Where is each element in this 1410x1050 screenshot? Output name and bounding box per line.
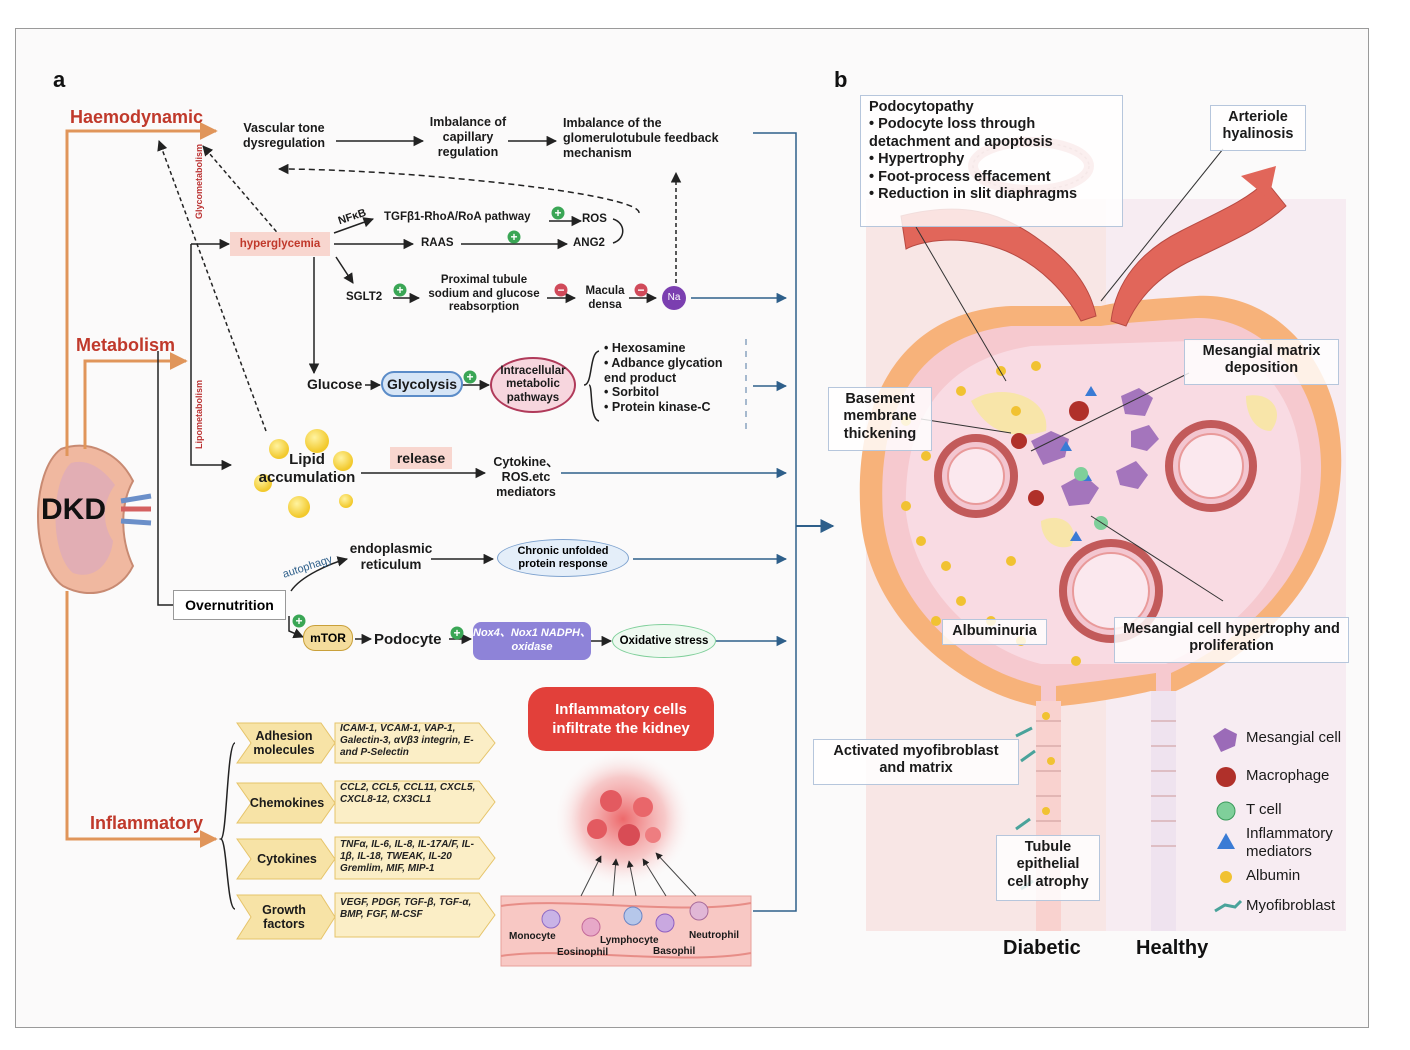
svg-text:+: + xyxy=(453,626,460,640)
albuminuria-box: Albuminuria xyxy=(942,619,1047,645)
cytokine-text: Cytokine、ROS.etc mediators xyxy=(493,455,559,499)
mtor-box: mTOR xyxy=(303,625,353,651)
tgf-pathway-text: TGFβ1-RhoA/RoA pathway xyxy=(384,211,531,223)
cell-lymphocyte: Lymphocyte xyxy=(600,935,659,946)
infiltration-illustration xyxy=(500,749,752,967)
basement-membrane-box: Basement membrane thickening xyxy=(828,387,932,451)
growth-factors-list: VEGF, PDGF, TGF-β, TGF-α, BMP, FGF, M-CS… xyxy=(340,897,472,920)
na-text: Na xyxy=(667,292,681,303)
nox-box: Nox4、Nox1 NADPH、oxidase xyxy=(473,622,591,660)
vascular-tone-text: Vascular tone dysregulation xyxy=(243,121,325,150)
sodium-icon xyxy=(662,286,686,310)
inflammatory-growth-factors: Growth factors xyxy=(262,903,306,931)
legend-macrophage: Macrophage xyxy=(1246,767,1330,784)
panel-b-label: b xyxy=(834,67,848,92)
svg-text:+: + xyxy=(295,614,302,628)
tubule-atrophy-box: Tubule epithelial cell atrophy xyxy=(996,835,1100,901)
healthy-label: Healthy xyxy=(1136,937,1209,959)
mesangial-matrix-box: Mesangial matrix deposition xyxy=(1184,339,1339,385)
legend-inflammatory-mediators: Inflammatory mediators xyxy=(1246,825,1333,860)
podocytopathy-item: Reduction in slit diaphragms xyxy=(869,186,1114,203)
legend-t-cell: T cell xyxy=(1246,801,1282,818)
legend-myofibroblast: Myofibroblast xyxy=(1246,897,1336,914)
cytokines-list: TNFα, IL-6, IL-8, IL-17A/F, IL-1β, IL-18… xyxy=(340,839,474,874)
inflammatory-cytokines: Cytokines xyxy=(257,852,317,866)
svg-text:+: + xyxy=(510,230,517,244)
category-metabolism: Metabolism xyxy=(76,335,176,355)
category-arrows xyxy=(65,122,218,848)
sglt2-text: SGLT2 xyxy=(346,291,383,303)
chemokines-list: CCL2, CCL5, CCL11, CXCL5, CXCL8-12, CX3C… xyxy=(340,782,476,805)
inflammatory-adhesion: Adhesion molecules xyxy=(253,729,315,757)
arteriole-hyalinosis-box: Arteriole hyalinosis xyxy=(1210,105,1306,151)
pathway-list: Hexosamine Adbance glycation end product… xyxy=(604,341,744,415)
svg-text:+: + xyxy=(466,370,473,384)
proximal-tubule-text: Proximal tubule sodium and glucose reabs… xyxy=(428,274,540,314)
category-haemodynamic: Haemodynamic xyxy=(70,107,204,127)
imbalance-capillary-text: Imbalance of capillary regulation xyxy=(429,115,507,159)
infiltrate-title: Inflammatory cells infiltrate the kidney xyxy=(528,687,714,751)
pathway-item: Protein kinase-C xyxy=(604,400,744,415)
legend-mesangial-cell: Mesangial cell xyxy=(1246,729,1342,746)
er-text: endoplasmic reticulum xyxy=(349,541,433,572)
cell-monocyte: Monocyte xyxy=(509,931,556,942)
oxidative-stress-box: Oxidative stress xyxy=(612,624,716,658)
macula-densa-text: Macula densa xyxy=(585,285,625,311)
glucose-text: Glucose xyxy=(307,376,363,392)
legend-icons xyxy=(1213,728,1243,913)
cell-eosinophil: Eosinophil xyxy=(557,947,609,958)
figure-frame: + + + − − + + + xyxy=(15,28,1369,1028)
panel-a-label: a xyxy=(53,67,66,92)
cell-neutrophil: Neutrophil xyxy=(689,930,739,941)
cell-basophil: Basophil xyxy=(653,946,696,957)
svg-text:+: + xyxy=(396,283,403,297)
podocytopathy-box: Podocytopathy Podocyte loss through deta… xyxy=(860,95,1123,227)
podocytopathy-title: Podocytopathy xyxy=(869,99,974,115)
podocytopathy-item: Podocyte loss through detachment and apo… xyxy=(869,116,1114,151)
svg-text:−: − xyxy=(557,283,564,297)
myofibroblast-box: Activated myofibroblast and matrix xyxy=(813,739,1019,785)
glycolysis-box: Glycolysis xyxy=(381,371,463,397)
inflammatory-chevrons xyxy=(236,722,496,940)
podocytopathy-item: Hypertrophy xyxy=(869,151,1114,168)
mesangial-hypertrophy-box: Mesangial cell hypertrophy and prolifera… xyxy=(1114,617,1349,663)
hyperglycemia-box: hyperglycemia xyxy=(230,232,330,256)
release-box: release xyxy=(390,447,452,469)
glycometabolism-label: Glycometabolism xyxy=(194,143,204,219)
pathway-item: Sorbitol xyxy=(604,385,744,400)
figure-graphics: + + + − − + + + xyxy=(37,122,1346,967)
imbalance-feedback-text: Imbalance of the glomerulotubule feedbac… xyxy=(563,116,719,160)
lipid-droplets xyxy=(254,429,353,518)
raas-text: RAAS xyxy=(421,237,454,249)
ros-text: ROS xyxy=(582,213,607,225)
podocyte-text: Podocyte xyxy=(374,631,442,648)
diabetic-label: Diabetic xyxy=(1003,937,1081,959)
lipid-accumulation-text: Lipid accumulation xyxy=(258,451,356,486)
intracellular-pathways-box: Intracellular metabolic pathways xyxy=(490,357,576,413)
pathway-item: Hexosamine xyxy=(604,341,744,356)
adhesion-list: ICAM-1, VCAM-1, VAP-1, Galectin-3, αVβ3 … xyxy=(340,723,474,758)
inflammatory-chemokines: Chemokines xyxy=(249,796,325,810)
svg-text:+: + xyxy=(554,206,561,220)
category-inflammatory: Inflammatory xyxy=(90,813,204,833)
dkd-label: DKD xyxy=(41,493,106,526)
unfolded-protein-box: Chronic unfolded protein response xyxy=(497,539,629,577)
kidney-illustration xyxy=(37,444,152,595)
podocytopathy-item: Foot-process effacement xyxy=(869,169,1114,186)
ang2-text: ANG2 xyxy=(573,237,605,249)
svg-text:−: − xyxy=(637,283,644,297)
lipometabolism-label: Lipometabolism xyxy=(194,379,204,449)
legend-albumin: Albumin xyxy=(1246,867,1301,884)
regulation-signs: + + + − − + + + xyxy=(292,206,648,640)
overnutrition-box: Overnutrition xyxy=(173,590,286,620)
pathway-item: Adbance glycation end product xyxy=(604,356,744,386)
